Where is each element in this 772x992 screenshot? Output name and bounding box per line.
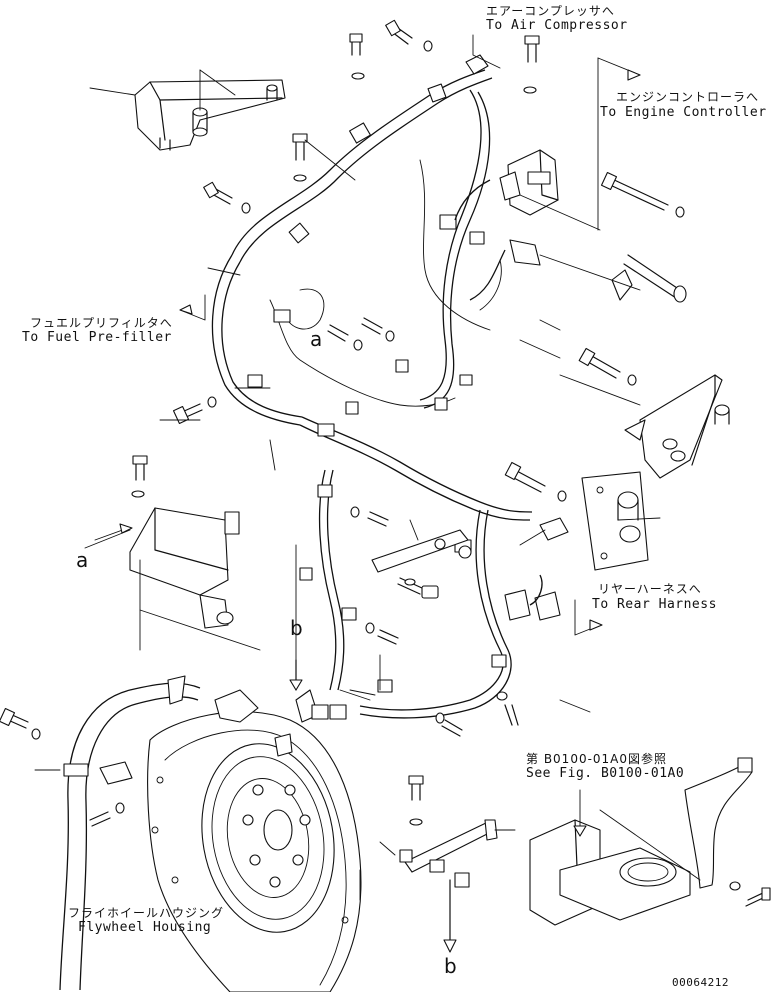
view-marker-b-middle: b [290,616,304,640]
fuel-prefilter-label-en: To Fuel Pre-filler [22,330,172,345]
top-left-bracket [89,69,286,151]
see-fig-label-jp: 第 B0100-01A0図参照 [526,752,668,766]
view-marker-b-bottom: b [444,954,458,978]
leader-lines [34,34,661,901]
right-middle-bracket [504,461,649,571]
lower-connectors [289,544,347,723]
view-marker-a-upper: a [310,327,323,351]
rear-harness-connectors [504,517,569,621]
flywheel-housing-label-en: Flywheel Housing [78,920,212,935]
view-marker-a-left: a [76,548,89,572]
harness-clamps [247,83,507,693]
center-bracket [371,529,472,599]
rear-harness-label-jp: リヤーハーネスへ [598,582,702,596]
drawing-number: 00064212 [672,976,729,989]
bottom-center-bracket [399,775,498,953]
left-hose [0,675,201,991]
air-compressor-label-jp: エアーコンプレッサへ [486,4,615,18]
right-bracket [624,374,730,479]
flywheel-housing-label-jp: フライホイールハウジング [68,906,225,920]
see-fig-assembly [529,757,771,926]
engine-controller-connectors [454,54,559,301]
right-rods [578,171,687,386]
rear-harness-label-en: To Rear Harness [592,597,717,612]
lower-left-bracket [84,455,261,651]
main-harness-loops [211,69,533,719]
center-bolts [172,317,519,737]
engine-controller-label-jp: エンジンコントローラへ [616,90,760,104]
see-fig-label-en: See Fig. B0100-01A0 [526,766,685,781]
top-bolts [203,19,540,214]
air-compressor-label-en: To Air Compressor [486,18,628,33]
flywheel-housing [147,689,362,992]
fuel-prefilter-label-jp: フュエルプリフィルタへ [30,316,173,330]
engine-controller-label-en: To Engine Controller [600,105,767,120]
